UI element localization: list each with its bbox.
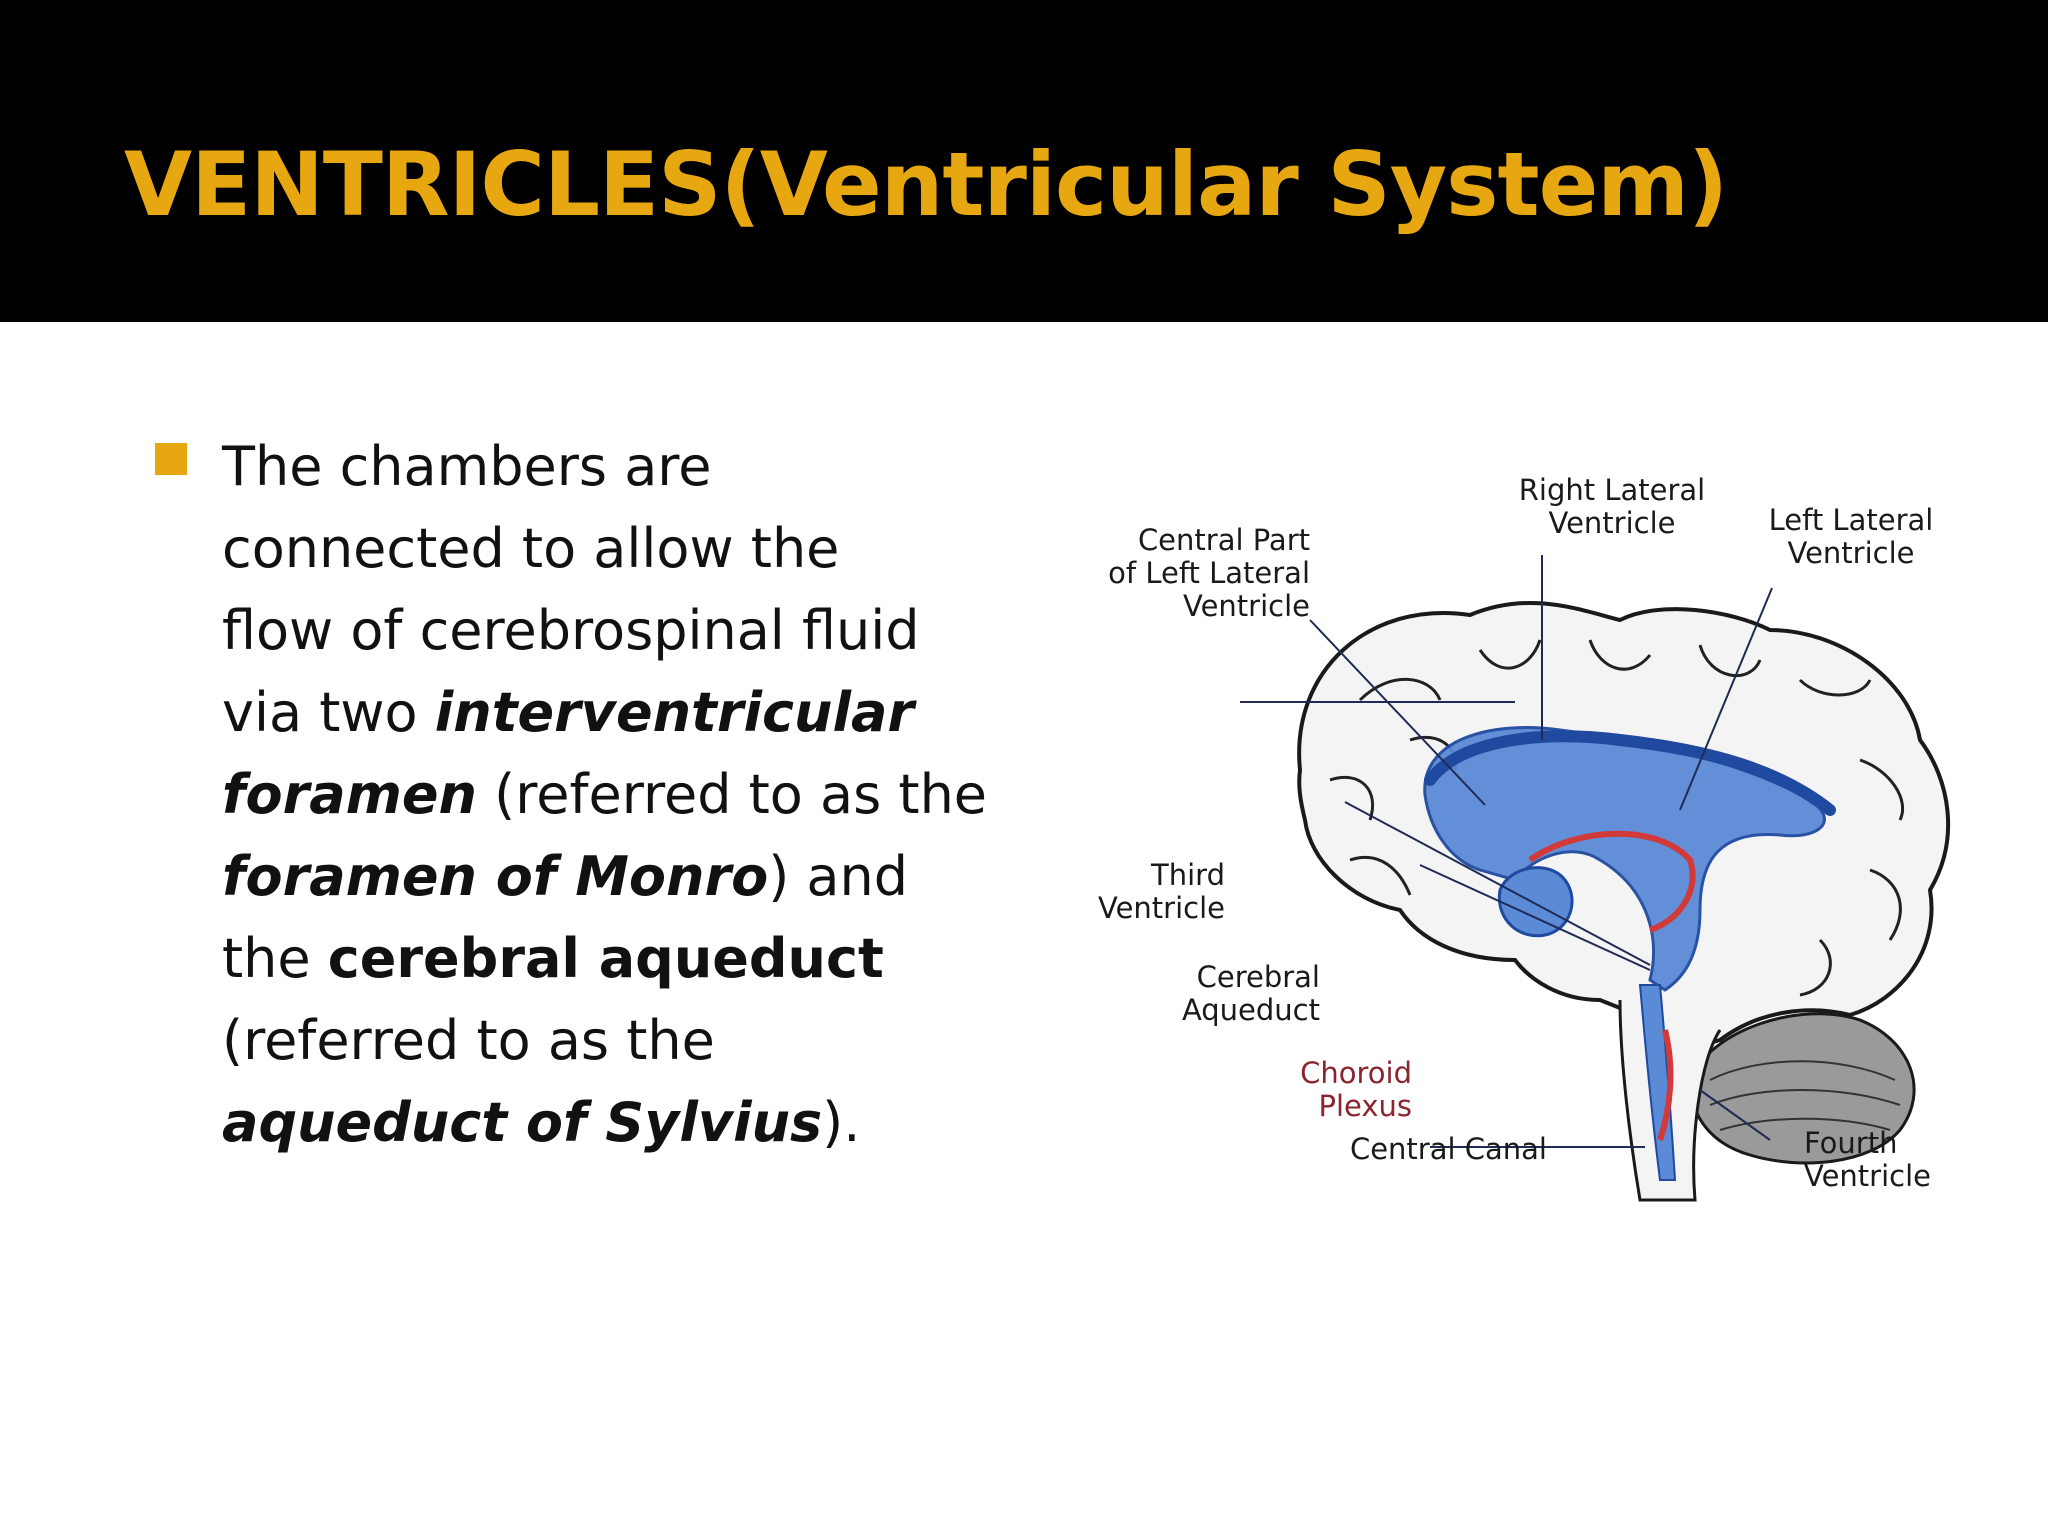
leader-lines bbox=[1240, 555, 1773, 1148]
text-run: (referred to as the bbox=[477, 763, 988, 826]
lateral-ventricles bbox=[1423, 726, 1836, 992]
label-central-part: Ventricle bbox=[1183, 589, 1310, 623]
bullet-text: The chambers are connected to allow the … bbox=[222, 426, 1042, 1164]
bullet-line-6: foramen of Monro) and bbox=[222, 836, 1042, 918]
diagram-labels: Right Lateral Ventricle Left Lateral Ven… bbox=[1098, 473, 1933, 1193]
third-ventricle bbox=[1497, 866, 1574, 938]
label-choroid-plexus: Choroid bbox=[1300, 1056, 1412, 1090]
label-central-canal: Central Canal bbox=[1350, 1132, 1547, 1166]
bullet-line-8: (referred to as the bbox=[222, 1000, 1042, 1082]
title-bar bbox=[0, 0, 2048, 322]
text-run: (referred to as the bbox=[222, 1009, 715, 1072]
text-run: ) and bbox=[768, 845, 909, 908]
bullet-line-9: aqueduct of Sylvius). bbox=[222, 1082, 1042, 1164]
cerebellum bbox=[1688, 1012, 1916, 1165]
text-run: ). bbox=[822, 1091, 861, 1154]
label-fourth-ventricle: Ventricle bbox=[1804, 1159, 1931, 1193]
text-run: connected to allow the bbox=[222, 517, 840, 580]
label-third-ventricle: Ventricle bbox=[1098, 891, 1225, 925]
label-choroid-plexus: Plexus bbox=[1318, 1089, 1412, 1123]
label-central-part: of Left Lateral bbox=[1108, 556, 1310, 590]
term-cerebral-aqueduct: cerebral aqueduct bbox=[327, 927, 884, 990]
term-interventricular: interventricular bbox=[434, 681, 915, 744]
bullet-line-4: via two interventricular bbox=[222, 672, 1042, 754]
bullet-line-3: flow of cerebrospinal fluid bbox=[222, 590, 1042, 672]
bullet-line-2: connected to allow the bbox=[222, 508, 1042, 590]
term-foramen-of-monro: foramen of Monro bbox=[222, 845, 769, 908]
label-central-part: Central Part bbox=[1138, 523, 1310, 557]
text-run: via two bbox=[222, 681, 435, 744]
bullet-marker bbox=[155, 443, 187, 475]
label-right-lateral: Ventricle bbox=[1548, 506, 1675, 540]
label-fourth-ventricle: Fourth bbox=[1804, 1126, 1897, 1160]
bullet-line-5: foramen (referred to as the bbox=[222, 754, 1042, 836]
label-cerebral-aqueduct: Cerebral bbox=[1197, 960, 1320, 994]
term-aqueduct-of-sylvius: aqueduct of Sylvius bbox=[222, 1091, 823, 1154]
bullet-line-1: The chambers are bbox=[222, 426, 1042, 508]
label-left-lateral: Ventricle bbox=[1787, 536, 1914, 570]
text-run: flow of cerebrospinal fluid bbox=[222, 599, 920, 662]
text-run: the bbox=[222, 927, 328, 990]
label-cerebral-aqueduct: Aqueduct bbox=[1182, 993, 1320, 1027]
slide-title: VENTRICLES(Ventricular System) bbox=[124, 133, 1728, 236]
label-right-lateral: Right Lateral bbox=[1519, 473, 1705, 507]
text-run: The chambers are bbox=[222, 435, 712, 498]
brain-ventricles-diagram: Right Lateral Ventricle Left Lateral Ven… bbox=[1098, 473, 1951, 1202]
bullet-line-7: the cerebral aqueduct bbox=[222, 918, 1042, 1000]
label-left-lateral: Left Lateral bbox=[1769, 503, 1934, 537]
choroid-plexus bbox=[1528, 830, 1696, 1141]
label-third-ventricle: Third bbox=[1150, 858, 1225, 892]
term-foramen: foramen bbox=[222, 763, 477, 826]
